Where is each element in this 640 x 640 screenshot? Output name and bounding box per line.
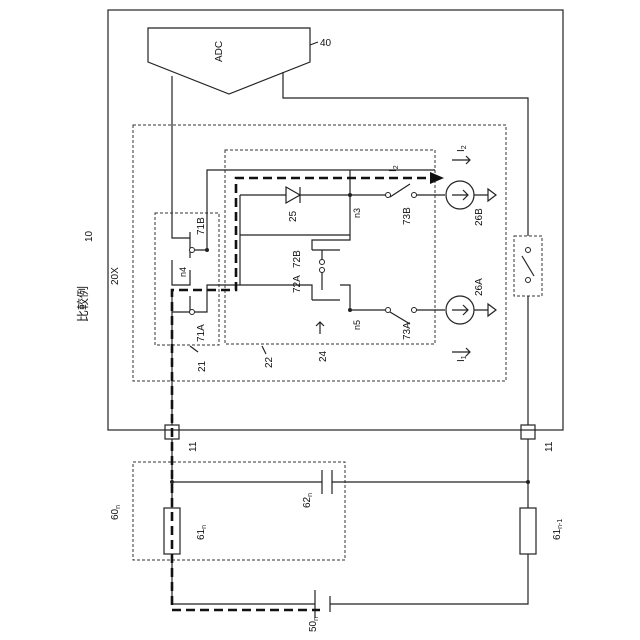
- ref-72a: 72A: [292, 275, 303, 293]
- ref-60n: 60n: [110, 505, 122, 520]
- diode-25: [286, 187, 300, 203]
- switch-73a-contact-b: [412, 308, 417, 313]
- resistor-61n-1: [520, 508, 536, 554]
- current-path-arrowhead: [430, 172, 444, 184]
- current-path: [172, 178, 440, 610]
- node-left-cap: [170, 480, 174, 484]
- right-switch-contact-a: [526, 248, 531, 253]
- switch-72a: [312, 272, 340, 300]
- node-71b: [205, 248, 209, 252]
- ref-21-leader: [190, 346, 198, 352]
- ref-device-10: 10: [84, 230, 95, 242]
- ref-73b: 73B: [402, 207, 413, 225]
- switch-73a-contact-a: [386, 308, 391, 313]
- lower-left-wire: [172, 439, 315, 604]
- capacitor-62n: [322, 470, 332, 494]
- block-21: [155, 213, 219, 345]
- switch-71b-contact: [190, 248, 195, 253]
- adc-leader: [310, 42, 318, 45]
- switch-72b-contact-a: [320, 260, 325, 265]
- ref-71b: 71B: [196, 217, 207, 235]
- switch-71a-contact: [190, 310, 195, 315]
- ref-n4: n4: [178, 267, 188, 277]
- ref-21: 21: [197, 360, 208, 372]
- ref-24: 24: [318, 350, 329, 362]
- current-i2-top: I2: [388, 165, 400, 172]
- switch-73b-contact-a: [386, 193, 391, 198]
- switch-72b: [312, 250, 340, 262]
- current-i1-arrow-line: [452, 348, 470, 356]
- ref-22: 22: [264, 356, 275, 368]
- pad-11-right: [521, 425, 535, 439]
- right-switch-contact-b: [526, 278, 531, 283]
- switch-73b-contact-b: [412, 193, 417, 198]
- ref-11-right: 11: [544, 441, 555, 452]
- comparative-label: 比較例: [75, 286, 90, 322]
- current-source-26b-ground: [474, 189, 496, 201]
- ref-n5: n5: [352, 320, 362, 330]
- ref-25: 25: [288, 210, 299, 222]
- node-n3-wire: [312, 170, 350, 250]
- right-switch-blade: [522, 256, 534, 276]
- switch-71b-right-wire: [195, 170, 435, 250]
- current-i1-label: I1: [456, 355, 468, 362]
- ref-adc: 40: [320, 38, 332, 49]
- block-20x: [133, 125, 506, 381]
- block-60n: [133, 462, 345, 560]
- ref-24-arrow: [316, 322, 324, 334]
- ref-11-left: 11: [188, 441, 199, 452]
- lower-right-wire: [330, 439, 528, 604]
- current-i2-arrow-line: [452, 156, 470, 164]
- switch-71a: [172, 290, 190, 312]
- battery-50n: [315, 590, 330, 618]
- current-i2-arrow-label: I2: [456, 145, 468, 152]
- switch-72b-contact-b: [320, 268, 325, 273]
- ref-71a: 71A: [196, 324, 207, 342]
- node-right-cap: [526, 480, 530, 484]
- ref-20x: 20X: [110, 267, 121, 285]
- ref-73a: 73A: [402, 322, 413, 340]
- ref-22-leader: [262, 346, 266, 354]
- ref-26a: 26A: [474, 278, 485, 296]
- current-source-26a-ground: [474, 304, 496, 316]
- node-n5-wire: [240, 285, 385, 310]
- ref-26b: 26B: [474, 208, 485, 226]
- node-n5: [348, 308, 352, 312]
- adc-label: ADC: [214, 41, 225, 62]
- ref-50n: 50n: [308, 617, 320, 632]
- switch-73b-blade: [350, 184, 445, 197]
- ref-61n-1: 61n-1: [552, 519, 564, 540]
- ref-n3: n3: [352, 208, 362, 218]
- current-source-26b-arrow: [452, 190, 468, 200]
- ref-72b: 72B: [292, 250, 303, 268]
- current-source-26a-arrow: [452, 305, 468, 315]
- ref-61n: 61n: [196, 525, 208, 540]
- switch-73a-blade: [390, 310, 445, 324]
- ref-62n: 62n: [302, 493, 314, 508]
- switch-71b: [172, 230, 190, 258]
